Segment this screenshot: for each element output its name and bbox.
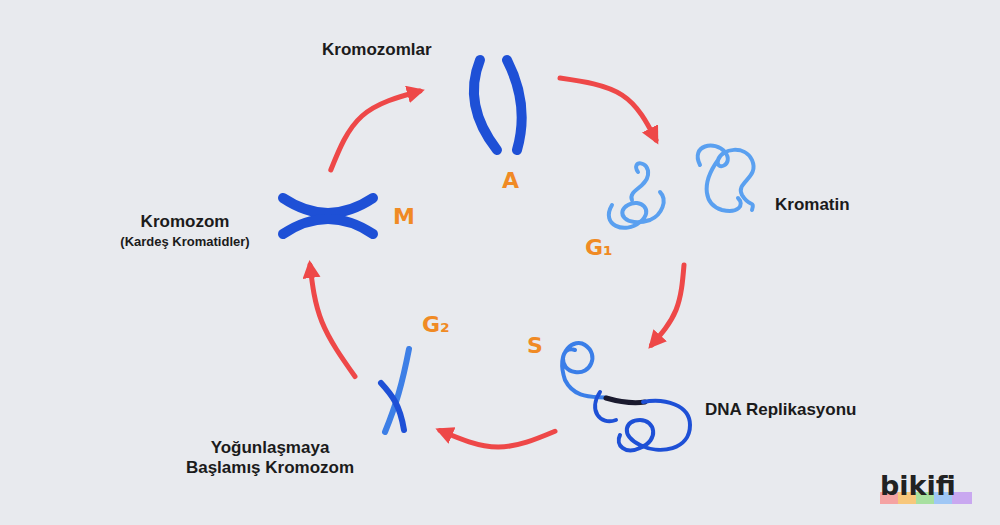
cycle-phase: G₁Kromatin xyxy=(600,140,880,265)
cycle-arrow xyxy=(652,265,684,345)
cycle-arrow xyxy=(331,91,420,170)
phase-label: DNA Replikasyonu xyxy=(705,400,856,420)
phase-letter: M xyxy=(393,204,415,229)
chromosome-symbol xyxy=(507,60,522,150)
phase-label: Yoğunlaşmaya Başlamış Kromozom xyxy=(175,438,365,478)
cycle-phase: KromozomlarA xyxy=(420,65,560,195)
phase-label: Kromozomlar xyxy=(322,40,432,60)
cycle-arrow xyxy=(560,78,656,140)
phase-label: Kromozom xyxy=(110,212,260,232)
phase-letter: S xyxy=(527,333,543,358)
chromatid-symbol xyxy=(283,219,373,234)
chromatid-symbol xyxy=(283,198,373,213)
cycle-phase: Kromozom(Kardeş Kromatidler)M xyxy=(270,170,430,265)
phase-letter: G₂ xyxy=(422,312,450,337)
phase-label: Kromatin xyxy=(775,195,850,215)
chromosome-symbol xyxy=(381,383,404,430)
chromosome-symbol xyxy=(474,60,497,150)
dna-strand xyxy=(562,343,608,398)
cycle-arrow xyxy=(310,265,355,377)
replication-fork xyxy=(606,398,645,403)
cycle-arrow xyxy=(440,431,555,448)
watermark: bikifi xyxy=(880,470,956,501)
phase-letter: G₁ xyxy=(585,235,613,260)
phase-letter: A xyxy=(502,168,519,193)
phase-sublabel: (Kardeş Kromatidler) xyxy=(110,234,260,249)
cycle-phase: G₂Yoğunlaşmaya Başlamış Kromozom xyxy=(355,345,440,435)
chromatin-symbol xyxy=(698,146,754,211)
cycle-phase: SDNA Replikasyonu xyxy=(555,345,900,460)
chromatin-symbol xyxy=(609,163,664,228)
dna-strand xyxy=(595,392,690,450)
